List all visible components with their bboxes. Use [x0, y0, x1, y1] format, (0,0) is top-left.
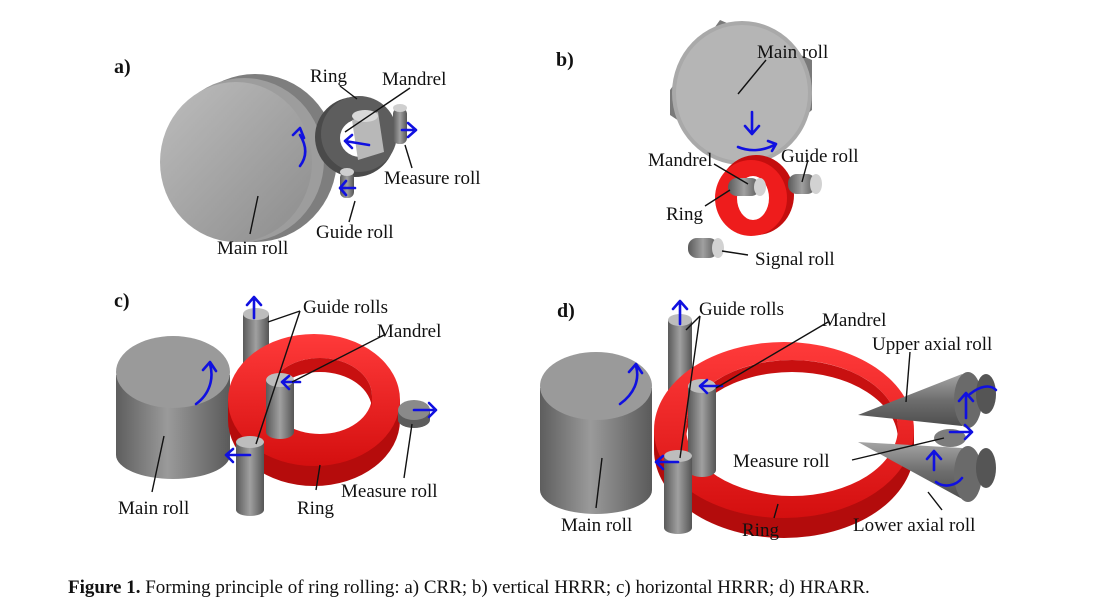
panel-d-guide-roll-front — [664, 450, 692, 534]
panel-d-guide-rolls-label: Guide rolls — [699, 299, 784, 320]
panel-b-signal-roll-label: Signal roll — [755, 249, 835, 270]
panel-d-mandrel — [688, 379, 716, 477]
panel-d-measure-roll — [934, 429, 966, 447]
panel-a-letter: a) — [114, 56, 131, 78]
panel-a-guide-roll-label: Guide roll — [316, 222, 394, 243]
panel-c-main-roll-rotation-arrow — [194, 360, 218, 406]
panel-b: b) — [556, 20, 859, 270]
panel-a-measure-arrow — [400, 121, 418, 139]
panel-c-ring-label: Ring — [297, 498, 334, 519]
panel-c-guide-roll-front — [236, 436, 264, 516]
panel-d-upper-axial-roll — [858, 372, 996, 428]
panel-a-main-roll-arrowhead — [291, 126, 306, 140]
panel-d-upper-axial-arrows — [957, 385, 998, 420]
panel-a-guide-roll — [340, 168, 354, 198]
panel-b-main-roll — [670, 20, 812, 165]
panel-d-main-roll — [540, 352, 652, 514]
panel-b-main-roll-rotation-arrow — [736, 139, 778, 153]
panel-a-mandrel — [352, 110, 384, 160]
panel-d: d) — [540, 299, 998, 541]
panel-d-lower-axial-arrows — [925, 449, 964, 487]
panel-a-guide-arrow — [338, 179, 357, 197]
panel-c-measure-roll-label: Measure roll — [341, 481, 438, 502]
panel-b-letter: b) — [556, 49, 574, 71]
panel-d-ring — [654, 342, 914, 538]
panel-c-mandrel-arrow — [280, 374, 302, 391]
figure-caption-label: Figure 1. — [68, 577, 141, 598]
panel-d-main-roll-rotation-arrow — [618, 362, 644, 406]
panel-a: a) — [114, 56, 481, 259]
figure-caption: Figure 1. Forming principle of ring roll… — [68, 577, 1068, 599]
panel-b-ring-label: Ring — [666, 204, 703, 225]
panel-a-ring-arrow — [343, 133, 371, 150]
panel-d-measure-roll-label: Measure roll — [733, 451, 830, 472]
panel-b-signal-roll — [688, 238, 724, 258]
panel-d-measure-arrow — [948, 423, 974, 441]
panel-a-main-roll — [160, 74, 337, 242]
panel-d-mandrel-label: Mandrel — [822, 310, 886, 331]
panel-d-ring-label: Ring — [742, 520, 779, 541]
figure-caption-text: Forming principle of ring rolling: a) CR… — [145, 577, 870, 598]
panel-b-ring — [715, 155, 794, 236]
panel-d-letter: d) — [557, 300, 575, 322]
panel-a-main-roll-label: Main roll — [217, 238, 288, 259]
panel-a-ring-label: Ring — [310, 66, 347, 87]
panel-b-mandrel — [728, 178, 766, 196]
ring-rolling-figure: a) — [114, 20, 998, 541]
panel-a-main-roll-rotation-arrow — [298, 133, 307, 168]
panel-c-main-roll — [116, 336, 230, 479]
panel-b-mandrel-label: Mandrel — [648, 150, 712, 171]
panel-b-guide-roll — [788, 174, 822, 194]
panel-a-measure-roll — [393, 104, 407, 144]
panel-c-measure-roll — [398, 400, 430, 428]
panel-b-main-roll-label: Main roll — [757, 42, 828, 63]
panel-d-guide-back-arrow — [671, 299, 689, 326]
panel-c: c) — [114, 290, 441, 519]
panel-c-guide-front-arrow — [224, 447, 252, 464]
panel-c-main-roll-label: Main roll — [118, 498, 189, 519]
panel-c-mandrel-label: Mandrel — [377, 321, 441, 342]
panel-c-guide-rolls-label: Guide rolls — [303, 297, 388, 318]
panel-d-guide-front-arrow — [654, 454, 680, 471]
panel-c-measure-arrow — [412, 401, 438, 419]
panel-b-down-arrow — [743, 110, 761, 136]
panel-d-main-roll-label: Main roll — [561, 515, 632, 536]
panel-d-lower-axial-roll-label: Lower axial roll — [853, 515, 975, 536]
panel-c-guide-back-arrow — [245, 295, 263, 320]
panel-d-upper-axial-roll-label: Upper axial roll — [872, 334, 992, 355]
panel-a-measure-roll-label: Measure roll — [384, 168, 481, 189]
panel-c-letter: c) — [114, 290, 130, 312]
panel-a-mandrel-label: Mandrel — [382, 69, 446, 90]
panel-b-guide-roll-label: Guide roll — [781, 146, 859, 167]
